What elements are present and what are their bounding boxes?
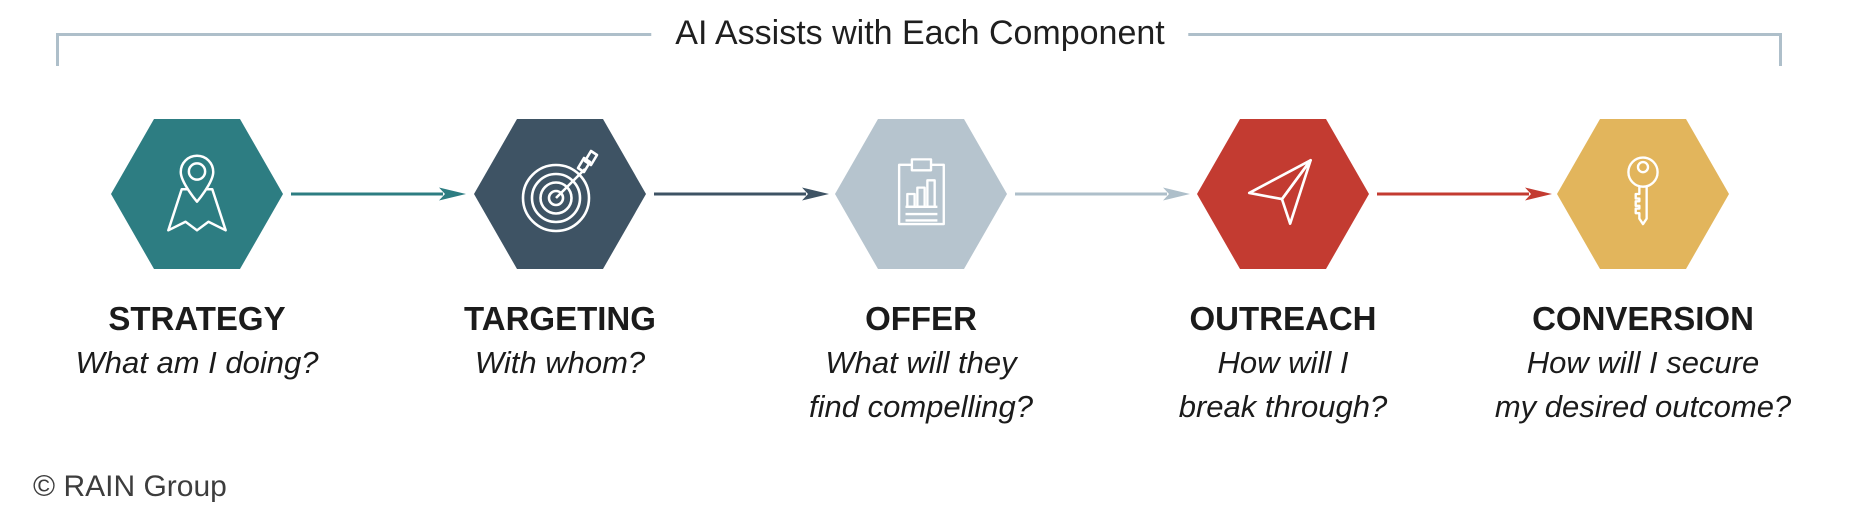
- conversion-label: CONVERSION: [1532, 300, 1754, 337]
- conversion-question: How will I secure my desired outcome?: [1494, 345, 1792, 424]
- offer-label: OFFER: [865, 300, 977, 337]
- hexagon-strategy: [111, 119, 283, 269]
- stage-outreach: OUTREACH How will I break through?: [1113, 119, 1453, 429]
- flow-arrow-2: [654, 187, 829, 201]
- key-icon: [1627, 156, 1659, 226]
- stage-conversion: CONVERSION How will I secure my desired …: [1473, 119, 1813, 429]
- report-chart-icon: [897, 158, 945, 226]
- outreach-label: OUTREACH: [1189, 300, 1377, 337]
- hexagon-targeting: [474, 119, 646, 269]
- copyright-text: © RAIN Group: [33, 470, 227, 503]
- hexagon-outreach: [1197, 119, 1369, 269]
- target-arrow-icon: [521, 149, 599, 233]
- targeting-question: With whom?: [474, 345, 646, 380]
- strategy-label: STRATEGY: [108, 300, 286, 337]
- outreach-question: How will I break through?: [1178, 345, 1388, 424]
- flow-arrow-1: [291, 187, 466, 201]
- stage-offer: OFFER What will they find compelling?: [751, 119, 1091, 429]
- targeting-label: TARGETING: [464, 300, 656, 337]
- hexagon-conversion: [1557, 119, 1729, 269]
- flow-arrow-3: [1015, 187, 1190, 201]
- paper-plane-icon: [1247, 158, 1312, 225]
- stage-targeting: TARGETING With whom?: [390, 119, 730, 385]
- hexagon-offer: [835, 119, 1007, 269]
- map-pin-icon: [167, 154, 227, 232]
- offer-question: What will they find compelling?: [808, 345, 1034, 424]
- flow-arrow-4: [1377, 187, 1552, 201]
- stage-strategy: STRATEGY What am I doing?: [27, 119, 367, 385]
- strategy-question: What am I doing?: [75, 345, 319, 380]
- page-title: AI Assists with Each Component: [651, 8, 1189, 58]
